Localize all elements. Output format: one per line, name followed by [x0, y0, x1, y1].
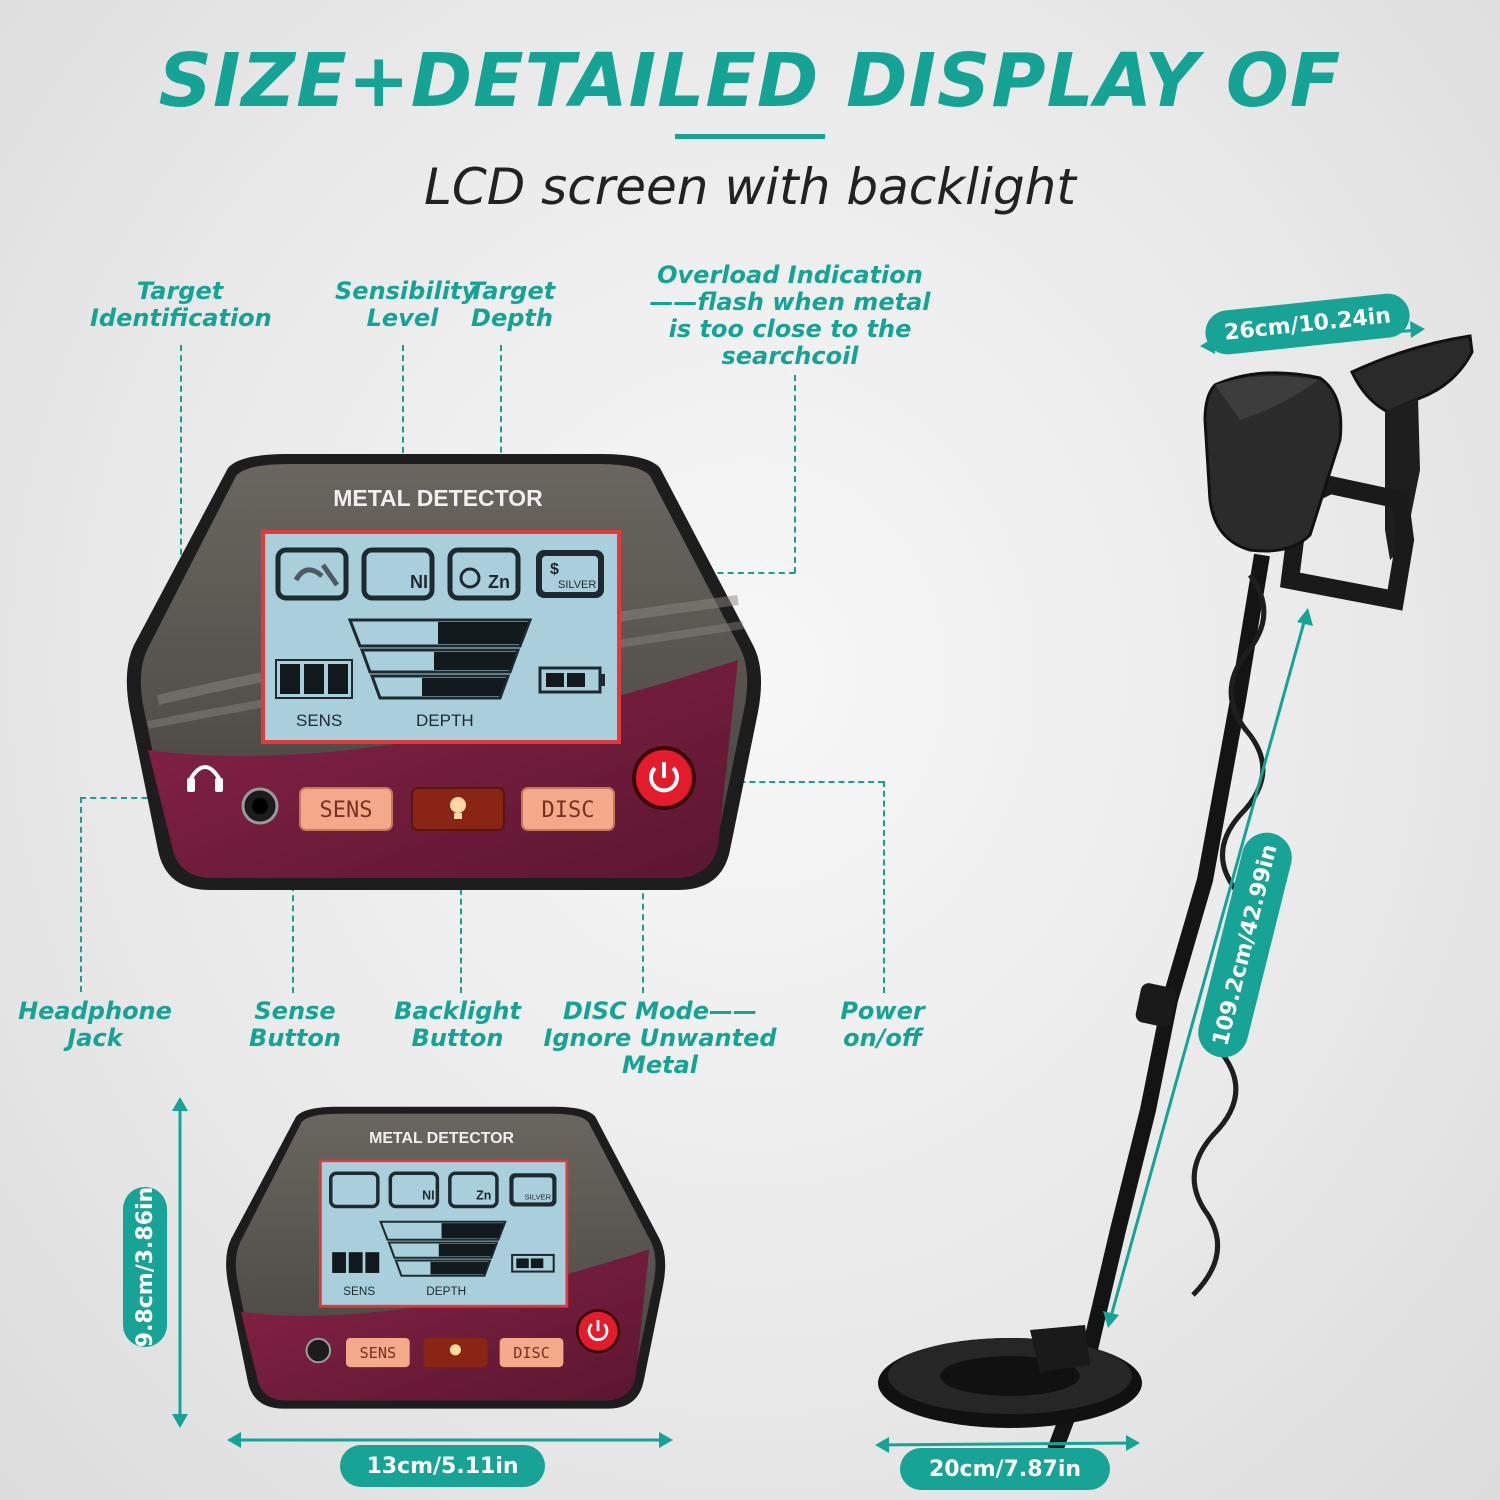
power-icon	[649, 766, 679, 793]
height-arrow	[172, 1097, 188, 1428]
callout-backlight-button: Backlight Button	[394, 997, 521, 1052]
svg-text:DISC: DISC	[513, 1344, 550, 1362]
svg-text:DISC: DISC	[542, 798, 595, 823]
callout-sense-button: Sense Button	[249, 997, 341, 1052]
callout-sensibility-level: Sensibility Level	[335, 277, 478, 332]
svg-text:SENS: SENS	[343, 1285, 375, 1298]
guide-line	[794, 375, 796, 573]
dimension-control-height: 9.8cm/3.86in	[123, 1187, 167, 1347]
depth-bar	[369, 674, 511, 700]
guide-line	[80, 797, 82, 992]
callout-overload-indication: Overload Indication ——flash when metal i…	[649, 261, 931, 370]
guide-line	[460, 830, 462, 993]
depth-bar	[347, 618, 533, 648]
svg-text:Zn: Zn	[476, 1189, 491, 1203]
target-id-ni-icon	[361, 547, 435, 601]
svg-text:SENS: SENS	[360, 1344, 397, 1362]
target-id-nugget-icon	[275, 547, 349, 601]
headphone-jack[interactable]	[241, 787, 279, 825]
depth-bar	[359, 648, 521, 674]
sens-button[interactable]: SENS	[299, 787, 393, 831]
lcd-depth-label: DEPTH	[416, 711, 474, 730]
callout-target-identification: Target Identification	[90, 277, 272, 332]
dimension-searchcoil-diameter: 20cm/7.87in	[900, 1448, 1110, 1490]
power-button[interactable]	[632, 746, 696, 810]
sens-bar	[304, 664, 324, 694]
shaft	[1047, 553, 1270, 1453]
sens-bar	[280, 664, 300, 694]
target-id-zn-icon	[447, 547, 521, 601]
svg-text:SENS: SENS	[320, 798, 373, 823]
headline: SIZE+DETAILED DISPLAY OF	[158, 38, 1342, 124]
callout-target-depth: Target Depth	[468, 277, 556, 332]
control-box-small: METAL DETECTOR NI Zn SILVER SENS DEPTH S…	[226, 1106, 666, 1409]
headphone-icon	[187, 765, 223, 792]
icon-ni-label: NI	[410, 572, 428, 592]
svg-text:NI: NI	[422, 1189, 434, 1203]
svg-text:$: $	[550, 561, 559, 578]
callout-headphone-jack: Headphone Jack	[18, 997, 172, 1052]
dimension-control-width: 13cm/5.11in	[340, 1445, 545, 1487]
device-brand-label: METAL DETECTOR	[333, 485, 543, 511]
subheadline: LCD screen with backlight	[424, 158, 1076, 216]
backlight-button[interactable]	[411, 787, 505, 831]
callout-power: Power on/off	[840, 997, 925, 1052]
icon-silver-label: SILVER	[558, 579, 596, 591]
guide-line	[690, 781, 884, 783]
callout-disc-mode: DISC Mode—— Ignore Unwanted Metal	[543, 997, 777, 1079]
device-brand-label: METAL DETECTOR	[369, 1130, 514, 1147]
guide-line	[642, 883, 644, 993]
guide-line	[883, 781, 885, 993]
guide-line	[292, 885, 294, 993]
sens-bar	[328, 664, 348, 694]
lcd-sens-label: SENS	[296, 711, 342, 730]
svg-text:DEPTH: DEPTH	[426, 1285, 466, 1298]
width-arrow	[227, 1432, 673, 1448]
metal-detector-illustration	[875, 321, 1474, 1453]
lightbulb-icon	[450, 797, 466, 813]
arm-cuff	[1350, 334, 1474, 414]
icon-zn-label: Zn	[488, 572, 510, 592]
disc-button[interactable]: DISC	[521, 787, 615, 831]
guide-line	[180, 345, 182, 565]
headline-divider	[675, 134, 825, 139]
control-box-large: METAL DETECTOR NI Zn $ SILVER SENS DEPTH…	[126, 454, 762, 890]
svg-text:SILVER: SILVER	[525, 1193, 552, 1202]
